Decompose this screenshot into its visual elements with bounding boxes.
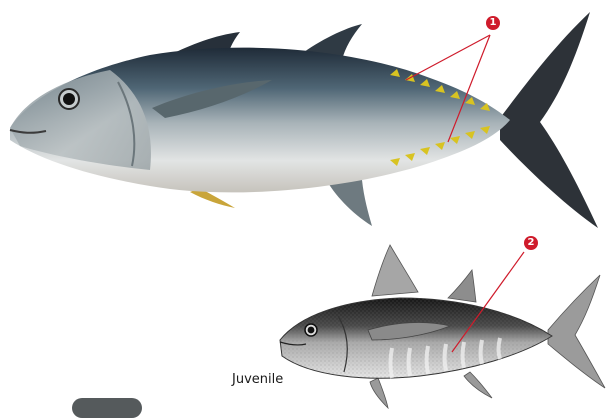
adult-pupil (63, 93, 75, 105)
juvenile-tuna (280, 245, 605, 408)
juvenile-pupil (308, 327, 315, 334)
juvenile-pelvic-fin (370, 378, 388, 408)
juvenile-tail-fin (548, 275, 605, 388)
adult-tuna (10, 12, 598, 228)
callout-1-badge: 1 (486, 16, 500, 30)
juvenile-first-dorsal-fin (372, 245, 418, 296)
callout-2-badge: 2 (524, 236, 538, 250)
juvenile-second-dorsal-fin (448, 270, 476, 302)
juvenile-body-texture (280, 298, 552, 378)
bottom-tab[interactable] (72, 398, 142, 418)
figure: 1 2 Juvenile (0, 0, 606, 409)
juvenile-anal-fin (464, 372, 492, 398)
adult-anal-fin (325, 178, 372, 226)
adult-tail-fin (500, 12, 598, 228)
figure-artwork (0, 0, 606, 409)
juvenile-caption: Juvenile (232, 372, 283, 387)
